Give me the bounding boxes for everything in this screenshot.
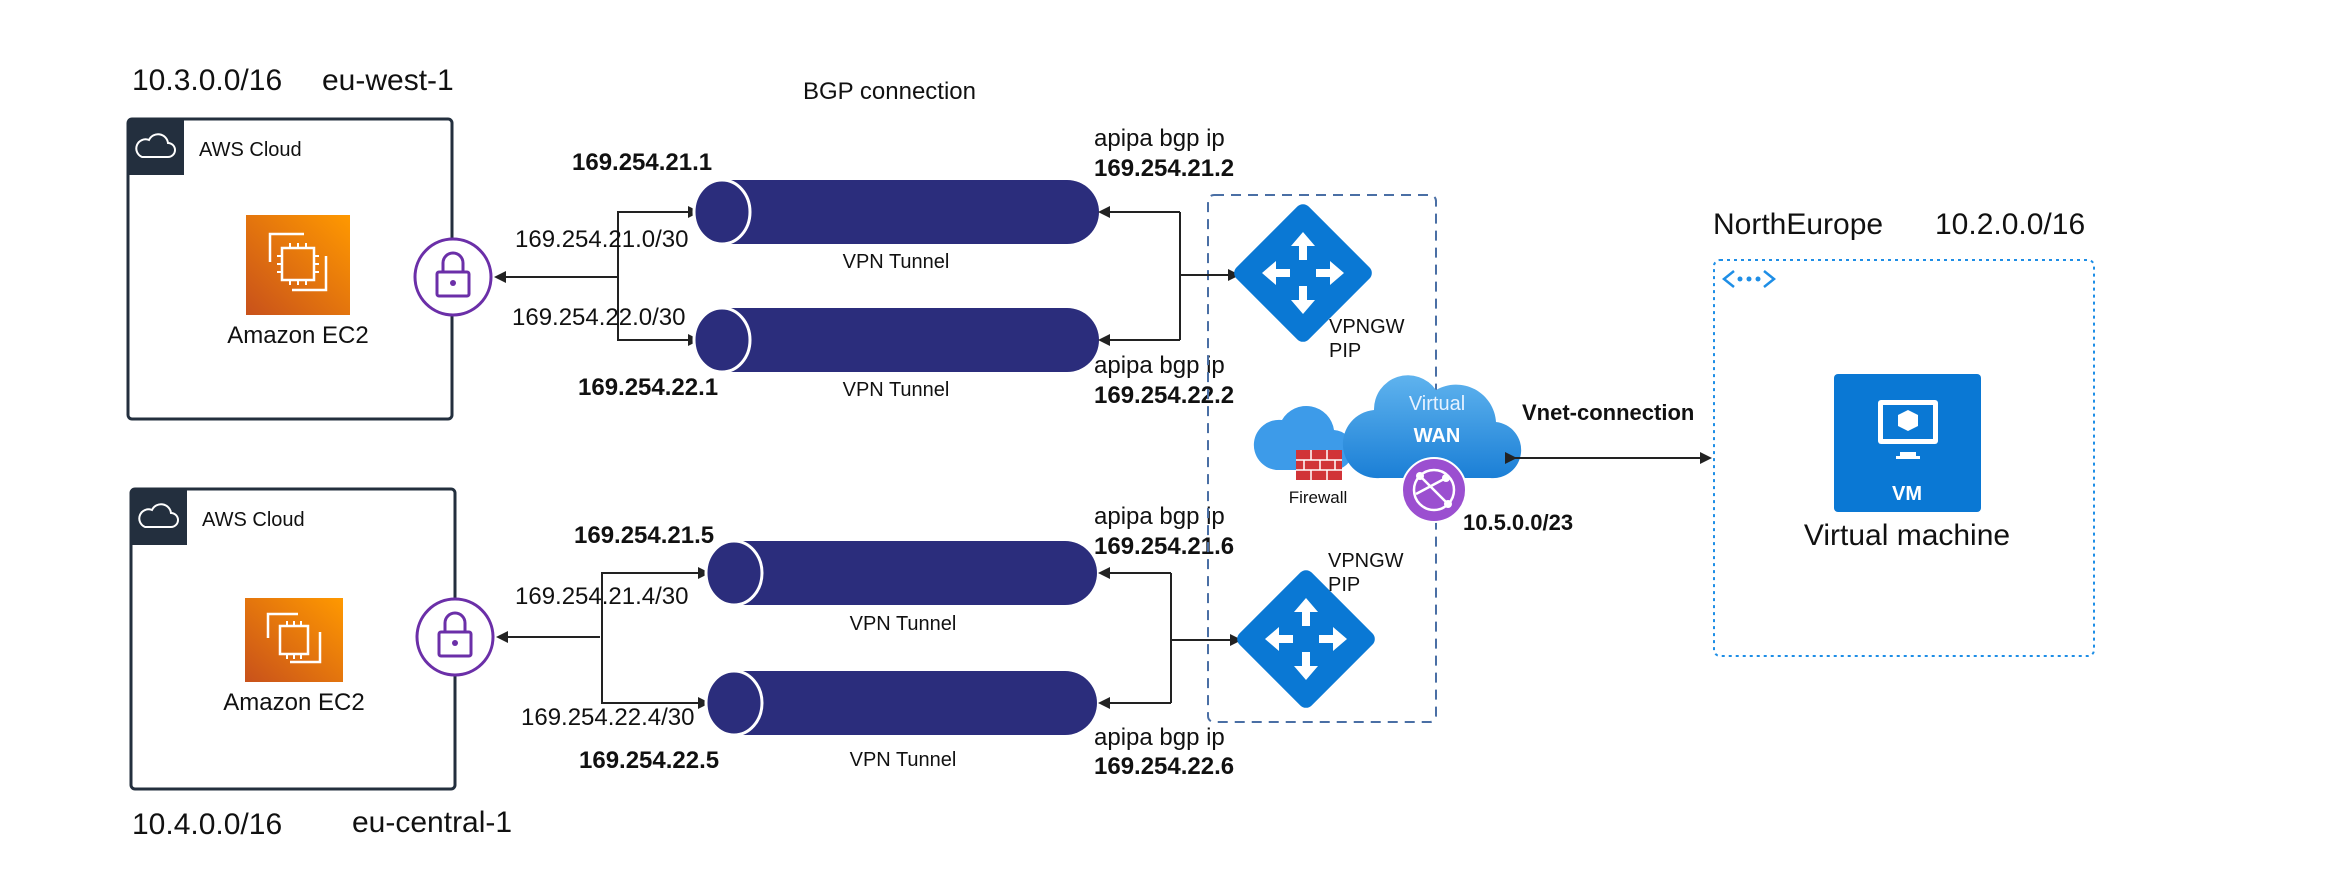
- ec2-icon: [246, 215, 350, 315]
- vpn-tunnel-1: [692, 178, 1099, 246]
- aws1-cloud-box: AWS Cloud Amazon EC2: [126, 117, 454, 421]
- aws1-t1-subnet: 169.254.21.0/30: [515, 226, 689, 253]
- aws2-t1-aws-ip: 169.254.21.5: [574, 522, 714, 549]
- aws1-t2-subnet: 169.254.22.0/30: [512, 304, 686, 331]
- aws2-t1-subnet: 169.254.21.4/30: [515, 583, 689, 610]
- vpn-tunnel-2-label: VPN Tunnel: [843, 379, 950, 401]
- router-icon: [1234, 204, 1372, 342]
- aws2-t2-subnet: 169.254.22.4/30: [521, 704, 695, 731]
- aws1-t1-apipa-caption: apipa bgp ip: [1094, 125, 1225, 152]
- vm-label: Virtual machine: [1804, 519, 2010, 552]
- cloud-icon: [138, 503, 179, 528]
- lock-icon: [415, 597, 495, 677]
- wan-line1: Virtual: [1409, 393, 1465, 415]
- vm-badge: VM: [1892, 483, 1922, 505]
- cloud-icon: [135, 133, 176, 158]
- virtual-wan-icon: [1342, 375, 1522, 523]
- aws2-cidr: 10.4.0.0/16: [132, 808, 282, 841]
- aws2-t1-apipa-caption: apipa bgp ip: [1094, 503, 1225, 530]
- aws1-region: eu-west-1: [322, 64, 454, 97]
- northeurope-cidr: 10.2.0.0/16: [1935, 208, 2085, 241]
- aws2-cloud-label: AWS Cloud: [202, 509, 305, 531]
- vnet-icon: [1721, 270, 1777, 288]
- aws2-t1-azure-ip: 169.254.21.6: [1094, 533, 1234, 560]
- aws1-cloud-label: AWS Cloud: [199, 139, 302, 161]
- vpn-tunnel-3: [704, 539, 1097, 607]
- aws1-cidr: 10.3.0.0/16: [132, 64, 282, 97]
- vpn-tunnel-2: [692, 306, 1099, 374]
- aws1-t1-azure-ip: 169.254.21.2: [1094, 155, 1234, 182]
- firewall-label: Firewall: [1289, 488, 1348, 507]
- vpngw-bottom-label: VPNGW PIP: [1328, 550, 1409, 596]
- wan-cidr: 10.5.0.0/23: [1463, 510, 1573, 535]
- aws2-t2-apipa-caption: apipa bgp ip: [1094, 724, 1225, 751]
- wan-line2: WAN: [1414, 425, 1461, 447]
- vm-icon: [1834, 374, 1981, 512]
- aws2-service-label: Amazon EC2: [223, 689, 364, 716]
- aws2-t2-aws-ip: 169.254.22.5: [579, 747, 719, 774]
- bgp-connection-label: BGP connection: [803, 78, 976, 105]
- aws1-t1-aws-ip: 169.254.21.1: [572, 149, 712, 176]
- vnet-connection-label: Vnet-connection: [1522, 400, 1694, 425]
- lock-icon: [413, 237, 493, 317]
- vpn-tunnel-4: [704, 669, 1097, 737]
- vpngw-bottom-line1: VPNGW: [1328, 550, 1404, 572]
- aws1-service-label: Amazon EC2: [227, 322, 368, 349]
- vpn-tunnel-3-label: VPN Tunnel: [850, 613, 957, 635]
- aws1-t2-azure-ip: 169.254.22.2: [1094, 382, 1234, 409]
- vnet-boundary: [1713, 259, 2095, 657]
- aws2-t2-azure-ip: 169.254.22.6: [1094, 753, 1234, 780]
- aws1-t2-apipa-caption: apipa bgp ip: [1094, 352, 1225, 379]
- vpn-tunnel-1-label: VPN Tunnel: [843, 251, 950, 273]
- vpngw-bottom-line2: PIP: [1328, 574, 1360, 596]
- aws2-cloud-box: AWS Cloud Amazon EC2: [129, 487, 457, 791]
- northeurope-region: NorthEurope: [1713, 208, 1883, 241]
- vpngw-top-line2: PIP: [1329, 340, 1361, 362]
- aws1-t2-aws-ip: 169.254.22.1: [578, 374, 718, 401]
- router-icon: [1237, 570, 1375, 708]
- vpngw-top-line1: VPNGW: [1329, 316, 1405, 338]
- ec2-icon: [245, 598, 343, 682]
- aws2-region: eu-central-1: [352, 806, 512, 839]
- vpn-tunnel-4-label: VPN Tunnel: [850, 749, 957, 771]
- vpngw-top-label: VPNGW PIP: [1329, 316, 1410, 362]
- firewall-icon: [1253, 405, 1354, 480]
